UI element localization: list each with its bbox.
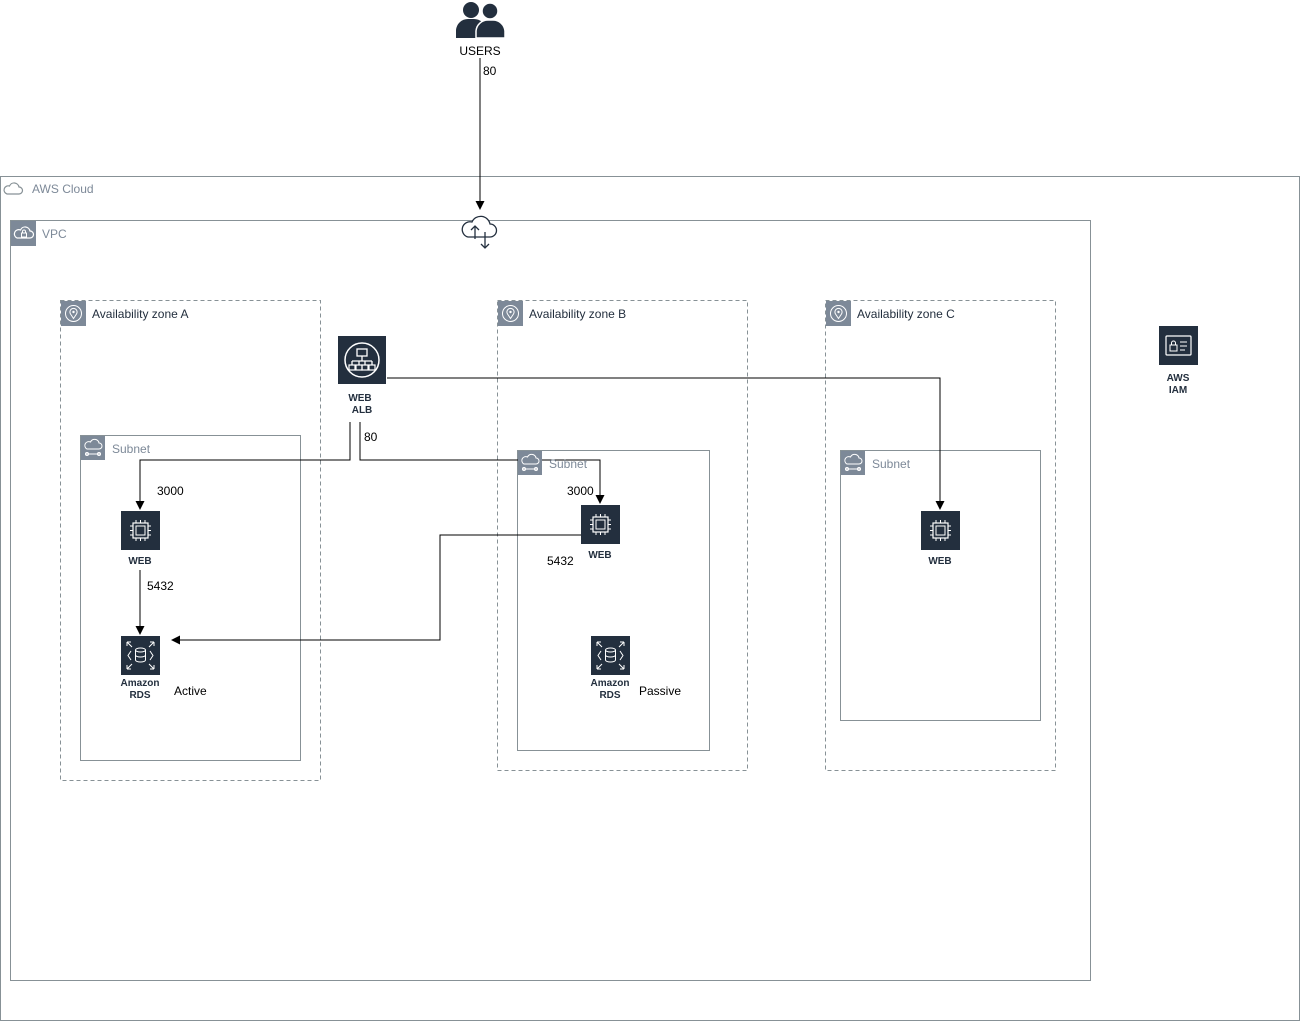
iam-label-line1: AWS [1166,373,1190,384]
subnet-a-group [80,435,301,761]
web-a-ec2-icon [121,511,160,550]
web-a-db-port-label: 5432 [147,579,174,593]
rds-a-label-line1: Amazon [120,678,160,689]
vpc-label: VPC [42,227,67,241]
aws-cloud-group [0,176,1300,1021]
rds-b-icon [591,636,630,675]
edge-alb-to-web-c [387,377,945,510]
vpc-group [10,220,1091,981]
alb-label-line2: ALB [351,405,373,416]
aws-cloud-group-icon [1,177,25,201]
web-b-db-port-label: 5432 [547,554,574,568]
subnet-a-icon [81,436,105,460]
vpc-group-icon [11,221,36,246]
rds-b-label-line1: Amazon [590,678,630,689]
alb-label-line1: WEB [348,393,372,404]
rds-b-label-line2: RDS [599,690,621,701]
users-label: USERS [459,44,501,58]
subnet-c-label: Subnet [872,457,911,471]
load-balancer-icon [338,336,386,384]
subnet-b-group [517,450,710,751]
rds-a-status: Active [174,684,207,698]
az-b-pin-icon [498,301,523,326]
web-a-label: WEB [128,556,152,567]
rds-a-label-line2: RDS [129,690,151,701]
edge-web-b-to-rds-a [171,534,581,645]
web-b-ec2-icon [581,505,620,544]
az-c-group [825,300,1056,771]
web-b-port-label: 3000 [567,484,594,498]
az-c-pin-icon [826,301,851,326]
web-a-port-label: 3000 [157,484,184,498]
edge-alb-to-web-b [359,422,605,504]
users-port-label: 80 [483,64,497,78]
subnet-c-icon [841,451,865,475]
users-icon [454,0,506,40]
az-a-label: Availability zone A [92,307,189,321]
az-a-group [60,300,321,781]
edge-alb-to-web-a [135,422,351,510]
subnet-a-label: Subnet [112,442,151,456]
rds-b-status: Passive [639,684,682,698]
aws-cloud-label: AWS Cloud [32,182,94,196]
alb-port-label: 80 [364,430,378,444]
iam-label-line2: IAM [1168,385,1188,396]
az-b-label: Availability zone B [529,307,627,321]
web-c-ec2-icon [921,511,960,550]
rds-a-icon [121,636,160,675]
iam-icon [1159,326,1198,365]
subnet-b-icon [518,451,542,475]
az-c-label: Availability zone C [857,307,955,321]
internet-gateway-icon [460,210,500,250]
web-c-label: WEB [928,556,952,567]
web-b-label: WEB [588,550,612,561]
az-a-pin-icon [61,301,86,326]
subnet-b-label: Subnet [549,457,588,471]
